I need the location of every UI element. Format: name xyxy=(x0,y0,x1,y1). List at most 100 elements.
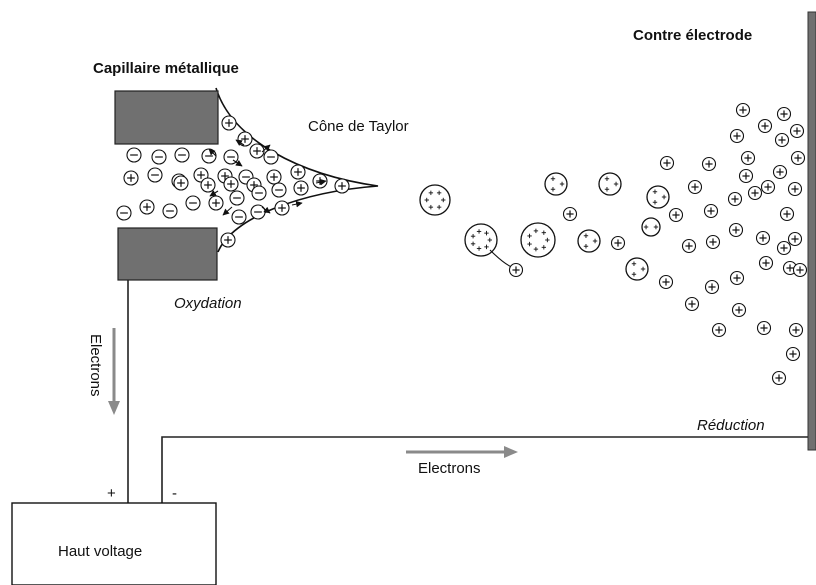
positive-ion-icon xyxy=(785,346,801,362)
cone-charge-arrows xyxy=(208,139,327,216)
positive-ion-icon xyxy=(703,203,719,219)
positive-ion-icon xyxy=(139,199,155,215)
positive-ion-icon xyxy=(738,168,754,184)
negative-ion-icon xyxy=(162,203,178,219)
capillary-bottom-electrode xyxy=(117,227,218,281)
positive-ion-icon xyxy=(681,238,697,254)
positive-ion-icon xyxy=(200,177,216,193)
cone-ions xyxy=(116,115,350,248)
oxidation-label: Oxydation xyxy=(174,295,242,312)
charged-droplet-icon xyxy=(520,222,556,258)
charged-droplets xyxy=(419,172,670,281)
positive-ion-icon xyxy=(610,235,626,251)
charged-droplet-icon xyxy=(419,184,451,216)
positive-ion-icon xyxy=(266,169,282,185)
negative-ion-icon xyxy=(263,149,279,165)
charged-droplet-icon xyxy=(646,185,670,209)
high-voltage-box xyxy=(11,502,217,585)
positive-ion-icon xyxy=(668,207,684,223)
electron-arrow-horizontal xyxy=(406,446,518,458)
minus-terminal-label: - xyxy=(172,485,177,502)
positive-ion-icon xyxy=(729,128,745,144)
positive-ion-icon xyxy=(220,232,236,248)
negative-ion-icon xyxy=(126,147,142,163)
positive-ion-icon xyxy=(334,178,350,194)
high-voltage-label: Haut voltage xyxy=(58,543,142,560)
positive-ion-icon xyxy=(274,200,290,216)
positive-ion-icon xyxy=(293,180,309,196)
positive-ion-icon xyxy=(755,230,771,246)
positive-ion-icon xyxy=(208,195,224,211)
positive-ion-icon xyxy=(711,322,727,338)
positive-ion-icon xyxy=(658,274,674,290)
positive-ion-icon xyxy=(684,296,700,312)
positive-ion-icon xyxy=(727,191,743,207)
negative-ion-icon xyxy=(116,205,132,221)
positive-ion-icon xyxy=(659,155,675,171)
positive-ion-icon xyxy=(173,175,189,191)
reduction-label: Réduction xyxy=(697,417,765,434)
positive-ion-icon xyxy=(779,206,795,222)
positive-ion-icon xyxy=(193,167,209,183)
electron-arrow-vertical xyxy=(108,328,120,415)
charged-droplet-icon xyxy=(544,172,568,196)
negative-ion-icon xyxy=(151,149,167,165)
positive-ion-icon xyxy=(221,115,237,131)
plus-terminal-label: + xyxy=(107,485,116,502)
positive-ion-icon xyxy=(740,150,756,166)
negative-ion-icon xyxy=(231,209,247,225)
positive-ion-icon xyxy=(508,262,524,278)
negative-ion-icon xyxy=(250,204,266,220)
positive-ion-icon xyxy=(760,179,776,195)
taylor-cone-label: Cône de Taylor xyxy=(308,118,409,135)
positive-ion-icon xyxy=(790,150,806,166)
positive-ion-icon xyxy=(758,255,774,271)
negative-ion-icon xyxy=(201,148,217,164)
positive-ion-icon xyxy=(776,106,792,122)
positive-ion-icon xyxy=(123,170,139,186)
positive-ion-icon xyxy=(772,164,788,180)
positive-ion-icon xyxy=(237,131,253,147)
positive-ion-icon xyxy=(701,156,717,172)
positive-ion-icon xyxy=(776,240,792,256)
positive-ion-icon xyxy=(290,164,306,180)
positive-ion-icon xyxy=(562,206,578,222)
positive-ion-icon xyxy=(223,176,239,192)
positive-ion-icon xyxy=(731,302,747,318)
charged-droplet-icon xyxy=(598,172,622,196)
positive-ion-icon xyxy=(771,370,787,386)
charged-droplet-icon xyxy=(641,217,661,237)
electrons-vertical-label: Electrons xyxy=(87,334,104,397)
positive-ion-icon xyxy=(788,322,804,338)
positive-ion-icon xyxy=(735,102,751,118)
negative-ion-icon xyxy=(251,185,267,201)
negative-ion-icon xyxy=(271,182,287,198)
positive-ion-icon xyxy=(789,123,805,139)
positive-ion-icon xyxy=(687,179,703,195)
positive-ion-icon xyxy=(757,118,773,134)
positive-ion-icon xyxy=(249,143,265,159)
positive-ion-icon xyxy=(747,185,763,201)
positive-ion-icon xyxy=(728,222,744,238)
positive-ion-icon xyxy=(787,231,803,247)
droplet-fission-tail xyxy=(489,249,515,269)
counter-electrode-label: Contre électrode xyxy=(633,27,752,44)
counter-electrode-plate xyxy=(807,11,816,451)
negative-ion-icon xyxy=(229,190,245,206)
charged-droplet-icon xyxy=(464,223,498,257)
positive-ion-icon xyxy=(729,270,745,286)
spray-ions xyxy=(508,102,808,386)
positive-ion-icon xyxy=(792,262,808,278)
wire-minus-to-counter-electrode xyxy=(161,436,808,503)
negative-ion-icon xyxy=(174,147,190,163)
negative-ion-icon xyxy=(185,195,201,211)
positive-ion-icon xyxy=(787,181,803,197)
electrons-horizontal-label: Electrons xyxy=(418,460,481,477)
capillary-label: Capillaire métallique xyxy=(93,60,239,77)
capillary-top-electrode xyxy=(114,90,219,145)
positive-ion-icon xyxy=(704,279,720,295)
charged-droplet-icon xyxy=(577,229,601,253)
positive-ion-icon xyxy=(774,132,790,148)
positive-ion-icon xyxy=(756,320,772,336)
